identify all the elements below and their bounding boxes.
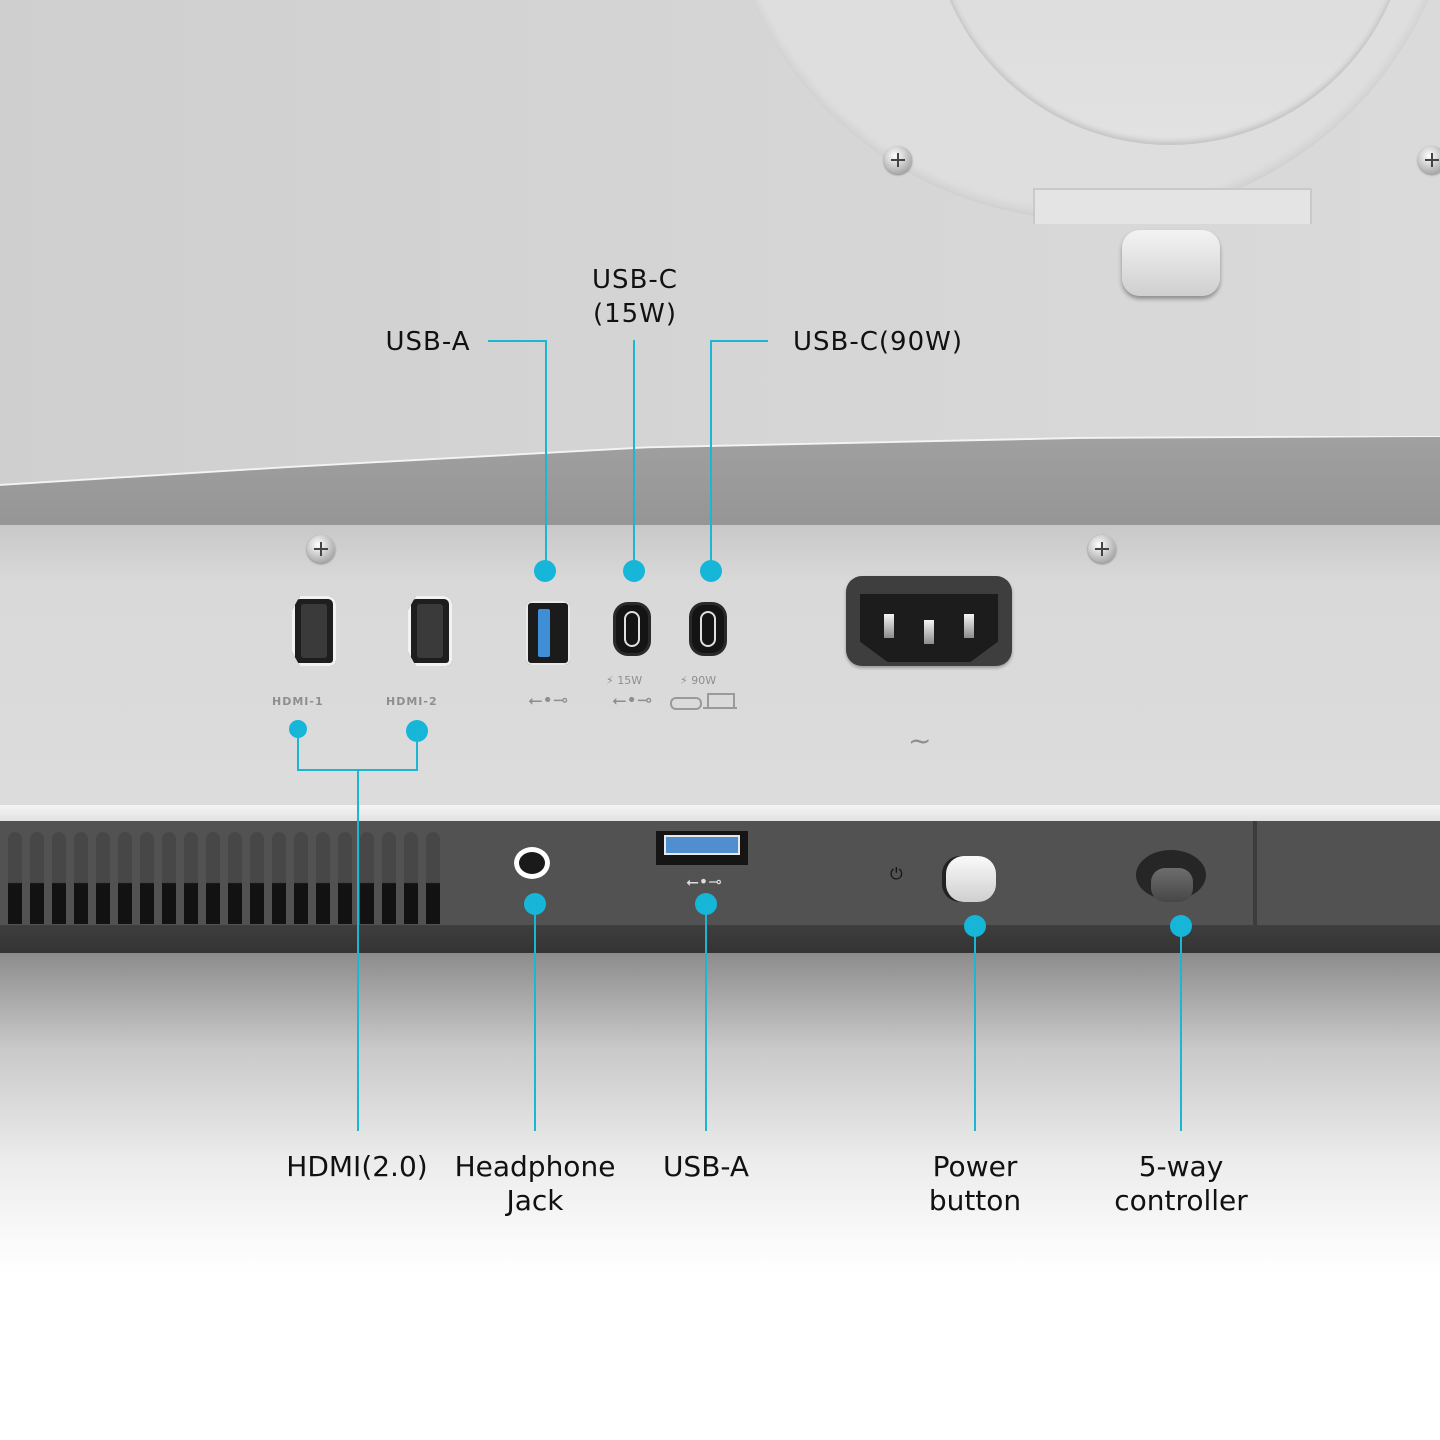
ac-pin [884,614,894,638]
screw-icon [1088,535,1116,563]
usb-a-front-port[interactable] [656,831,748,865]
hdmi-1-port-inner [301,604,327,658]
callout-label-usb-c-15w: USB-C (15W) [592,265,678,329]
callout-line [416,730,418,770]
usb-c-symbol-icon [670,697,702,710]
callout-line [974,926,976,1131]
usb-symbol-icon: ⭠•⊸ [686,872,722,891]
usb-a-front-tongue [664,835,740,855]
ventilation-grille [8,832,468,924]
callout-line [357,769,359,1131]
screw-icon [307,535,335,563]
callout-dot [623,560,645,582]
callout-label-usb-c-90w: USB-C(90W) [793,327,963,357]
shadow-gradient [0,953,1440,1273]
callout-label-controller: 5-way controller [1114,1150,1248,1217]
callout-label-power: Power button [928,1150,1022,1217]
power-symbol-icon: ⏻ [890,864,903,883]
callout-line [710,340,712,570]
callout-label-usb-a-top: USB-A [385,327,471,357]
callout-line [705,904,707,1131]
callout-line [1180,926,1182,1131]
callout-line [710,340,768,342]
ac-pin [924,620,934,644]
headphone-jack[interactable] [514,847,550,879]
five-way-controller[interactable] [1151,868,1193,902]
callout-line [534,904,536,1131]
usb-c-90w-engraving: ⚡ 90W [680,674,717,687]
callout-line [545,340,547,570]
callout-dot [700,560,722,582]
callout-label-hdmi: HDMI(2.0) [286,1150,428,1183]
callout-label-headphone: Headphone Jack [454,1150,616,1217]
bar-bottom-edge [0,925,1440,955]
panel-lip [0,805,1440,821]
callout-line [488,340,546,342]
ac-pin [964,614,974,638]
ac-power-inlet[interactable] [846,576,1012,666]
callout-line [297,730,299,770]
hdmi-1-port[interactable] [292,596,336,666]
usb-c-90w-port[interactable] [692,605,724,653]
usb-a-tongue [538,609,550,657]
usb-symbol-icon: ⭠•⊸ [612,690,653,711]
hdmi-2-engraving: HDMI-2 [386,695,438,708]
bar-separator [1253,821,1257,936]
laptop-icon [707,693,735,709]
screw-icon [1418,146,1440,174]
screw-icon [884,146,912,174]
hdmi-1-engraving: HDMI-1 [272,695,324,708]
callout-label-usb-a-bottom: USB-A [662,1150,750,1183]
laptop-icon-base [703,707,737,709]
ac-symbol-icon: ~ [908,724,932,757]
usb-c-15w-port[interactable] [616,605,648,653]
usb-symbol-icon: ⭠•⊸ [528,690,569,711]
callout-dot [289,720,307,738]
usb-c-15w-engraving: ⚡ 15W [606,674,643,687]
hdmi-2-port[interactable] [408,596,452,666]
power-button[interactable] [946,856,996,902]
stand-release-latch[interactable] [1122,230,1220,296]
usb-c-inner [700,611,716,647]
usb-a-rear-port[interactable] [526,601,570,665]
usb-c-inner [624,611,640,647]
hdmi-2-port-inner [417,604,443,658]
callout-line [633,340,635,570]
callout-dot [534,560,556,582]
stand-slot [1033,188,1312,224]
